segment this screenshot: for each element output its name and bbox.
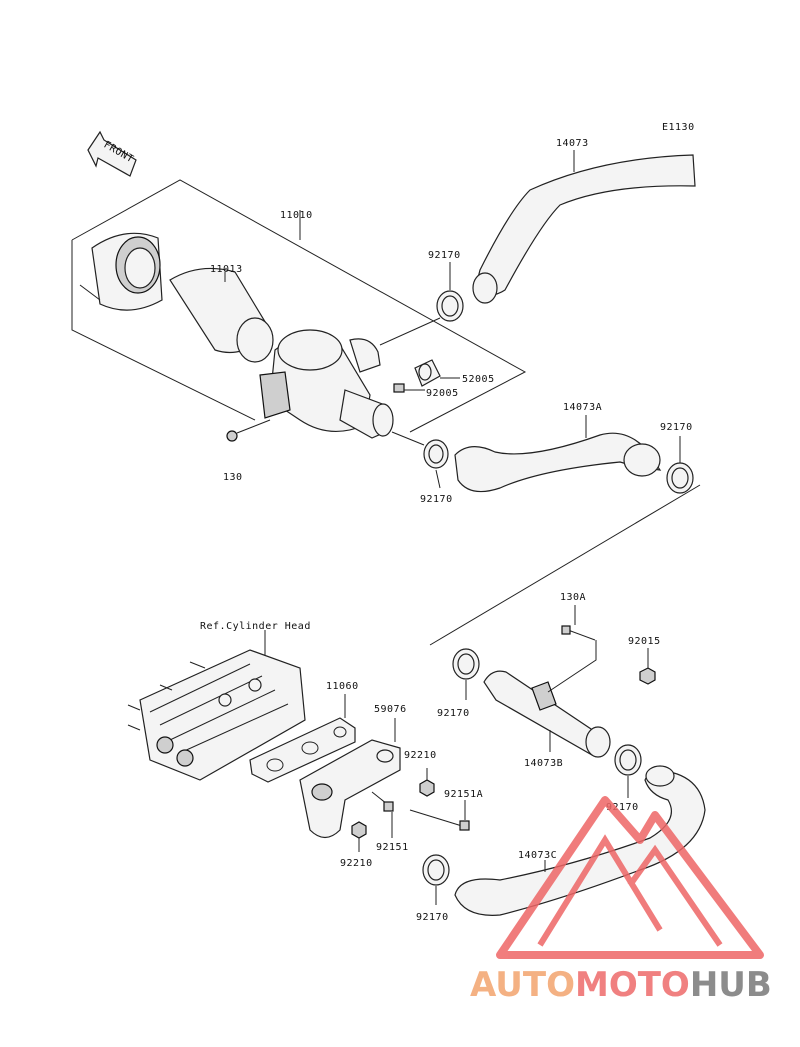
diagram-code: E1130 — [662, 122, 695, 133]
bolt-92151 — [371, 791, 394, 838]
gasket-11060 — [249, 694, 356, 783]
label-92170-b: 92170 — [420, 494, 453, 505]
watermark-text-auto: AUTO — [470, 965, 575, 1005]
label-92005: 92005 — [426, 388, 459, 399]
label-11060: 11060 — [326, 681, 359, 692]
label-92170-d: 92170 — [437, 708, 470, 719]
label-130a: 130A — [560, 592, 586, 603]
label-92170-e: 92170 — [606, 802, 639, 813]
bolt-130a — [547, 605, 597, 693]
air-cleaner-assembly — [71, 179, 527, 442]
watermark-logo — [496, 796, 764, 959]
clamp-92170-f — [422, 854, 450, 905]
label-92151: 92151 — [376, 842, 409, 853]
label-92015: 92015 — [628, 636, 661, 647]
label-11010: 11010 — [280, 210, 313, 221]
sensor-parts — [393, 359, 460, 393]
clamp-92170-b — [391, 431, 449, 489]
label-11013: 11013 — [210, 264, 243, 275]
label-92210-a: 92210 — [404, 750, 437, 761]
hose-14073c — [454, 765, 706, 916]
label-ref-cylinder-head: Ref.Cylinder Head — [200, 621, 311, 632]
nut-92210-b — [351, 821, 367, 852]
clamp-92170-c — [666, 436, 694, 494]
label-130: 130 — [223, 472, 243, 483]
label-92151a: 92151A — [444, 789, 483, 800]
hose-14073 — [472, 150, 696, 304]
nut-92210-a — [419, 768, 435, 797]
label-14073c: 14073C — [518, 850, 557, 861]
cylinder-head — [127, 630, 306, 781]
clamp-92170-d — [452, 648, 480, 700]
bolt-92151a — [409, 800, 470, 831]
hose-14073b — [483, 670, 611, 758]
watermark-text: AUTOMOTOHUB — [470, 965, 772, 1005]
label-92170-f: 92170 — [416, 912, 449, 923]
nut-92015 — [639, 648, 656, 685]
label-92170-c: 92170 — [660, 422, 693, 433]
clamp-92170-e — [614, 744, 642, 798]
watermark-text-hub: HUB — [690, 965, 772, 1005]
label-52005: 52005 — [462, 374, 495, 385]
label-14073a: 14073A — [563, 402, 602, 413]
front-arrow-icon: FRONT — [87, 130, 137, 177]
hose-14073a — [454, 415, 662, 493]
label-59076: 59076 — [374, 704, 407, 715]
label-92210-b: 92210 — [340, 858, 373, 869]
label-14073: 14073 — [556, 138, 589, 149]
watermark-text-moto: MOTO — [575, 965, 690, 1005]
clamp-92170-a — [379, 262, 464, 346]
label-14073b: 14073B — [524, 758, 563, 769]
label-92170-a: 92170 — [428, 250, 461, 261]
outlet-59076 — [299, 718, 401, 839]
